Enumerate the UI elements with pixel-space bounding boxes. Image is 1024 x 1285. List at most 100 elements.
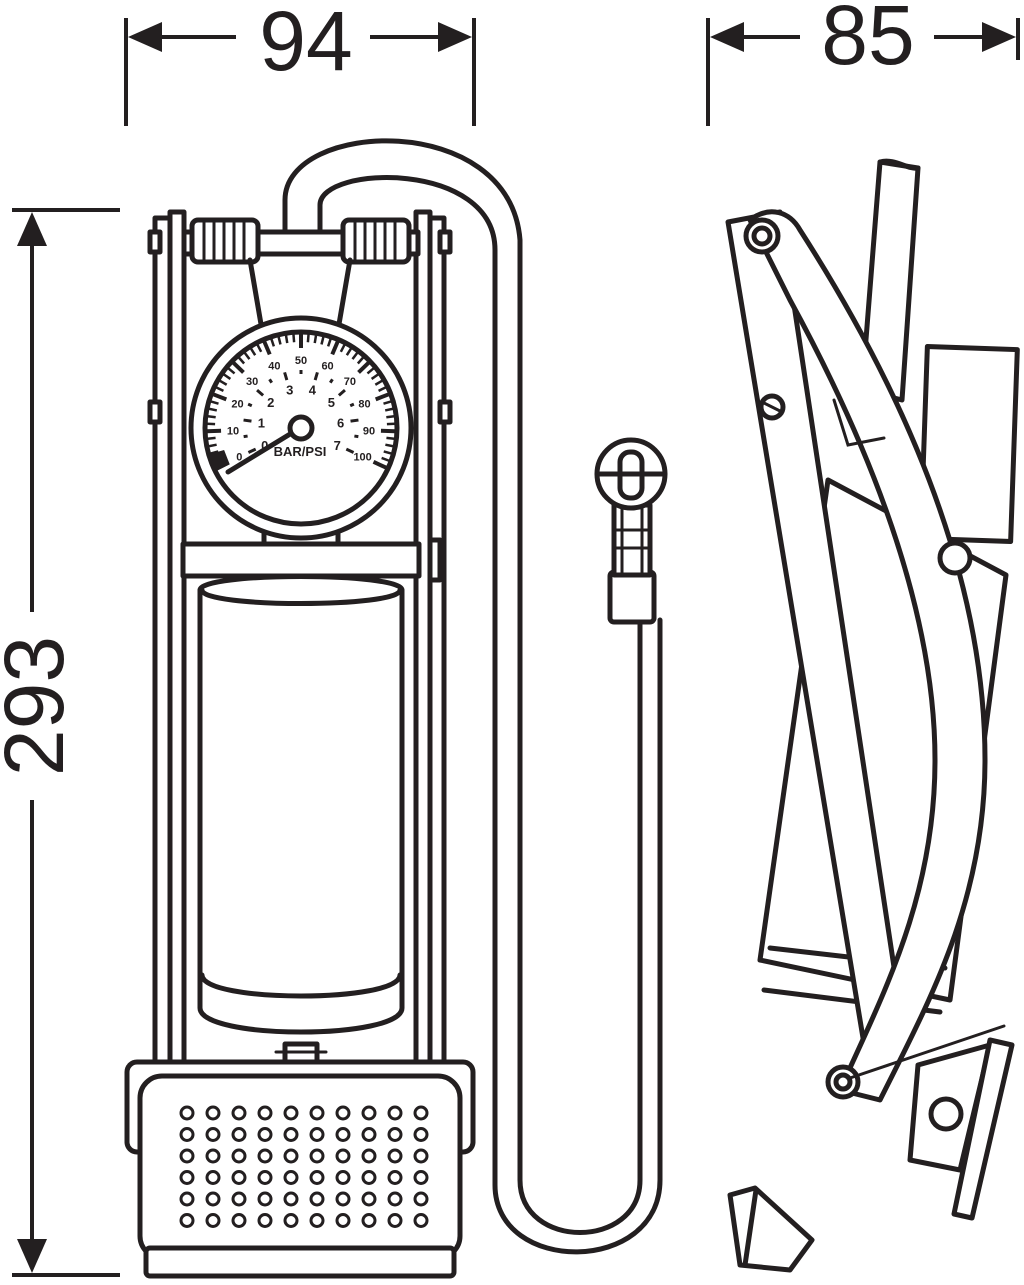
psi-scale-label: 20 [231, 399, 243, 411]
grip-hole [207, 1150, 219, 1162]
bar-scale-label: 5 [328, 395, 335, 410]
psi-tick [209, 445, 217, 447]
psi-tick [208, 438, 216, 439]
arrow-down-icon [17, 1239, 47, 1273]
grip-hole [363, 1215, 375, 1227]
psi-scale-label: 50 [295, 355, 307, 367]
grip-hole [259, 1215, 271, 1227]
psi-scale-label: 60 [321, 360, 333, 372]
arrow-right-icon [982, 22, 1016, 52]
dimension-height: 293 [0, 210, 120, 1275]
grip-hole [389, 1150, 401, 1162]
psi-tick [286, 335, 287, 343]
grip-hole [259, 1107, 271, 1119]
grip-hole [207, 1215, 219, 1227]
grip-hole [233, 1172, 245, 1184]
grip-hole [285, 1129, 297, 1141]
psi-scale-label: 90 [363, 425, 375, 437]
foot-pedal [730, 1188, 812, 1270]
spring-left [192, 220, 258, 262]
grip-hole [389, 1129, 401, 1141]
grip-hole [363, 1172, 375, 1184]
grip-hole [337, 1172, 349, 1184]
dimension-label-width-side: 85 [821, 0, 914, 82]
pivot-mid [940, 543, 970, 573]
grip-hole [311, 1129, 323, 1141]
grip-hole [363, 1150, 375, 1162]
grip-hole [233, 1215, 245, 1227]
chuck-ferrule [610, 572, 654, 622]
dimension-label-height: 293 [0, 636, 81, 776]
psi-tick [385, 409, 393, 411]
grip-hole [259, 1150, 271, 1162]
grip-hole [363, 1193, 375, 1205]
arrow-left-icon [710, 22, 744, 52]
psi-scale-label: 80 [358, 399, 370, 411]
arrow-right-icon [438, 22, 472, 52]
grip-hole [233, 1107, 245, 1119]
grip-hole [337, 1193, 349, 1205]
psi-tick [386, 438, 394, 439]
bar-tick [350, 404, 354, 406]
side-view [728, 161, 1017, 1270]
grip-hole [285, 1215, 297, 1227]
bar-scale-label: 7 [334, 438, 341, 453]
grip-hole [207, 1107, 219, 1119]
dimension-label-width-front: 94 [259, 0, 352, 88]
grip-hole [389, 1107, 401, 1119]
grip-hole [207, 1193, 219, 1205]
bar-tick [248, 404, 252, 406]
bar-tick [354, 436, 358, 437]
frame-rail-right-inner [416, 212, 430, 1072]
psi-scale-label: 70 [344, 376, 356, 388]
grip-hole [285, 1150, 297, 1162]
middle-crossbar [183, 544, 419, 576]
spring-right [343, 220, 409, 262]
grip-hole [181, 1129, 193, 1141]
gauge-needle-hub [290, 417, 312, 439]
grip-hole [181, 1150, 193, 1162]
grip-hole [415, 1215, 427, 1227]
grip-hole [285, 1172, 297, 1184]
grip-hole [337, 1215, 349, 1227]
bar-scale-label: 6 [337, 416, 344, 431]
grip-hole [311, 1172, 323, 1184]
base-foot [146, 1248, 454, 1276]
grip-hole [415, 1193, 427, 1205]
grip-hole [285, 1193, 297, 1205]
grip-hole [337, 1129, 349, 1141]
grip-hole [181, 1107, 193, 1119]
dimension-width-side: 85 [708, 0, 1018, 126]
grip-hole [233, 1129, 245, 1141]
grip-hole [363, 1129, 375, 1141]
psi-scale-label: 100 [353, 452, 371, 464]
valve-chuck [597, 440, 665, 622]
pivot-bottom [931, 1099, 961, 1129]
bar-tick [330, 379, 332, 382]
psi-tick [315, 335, 316, 343]
grip-hole [311, 1150, 323, 1162]
grip-hole [259, 1172, 271, 1184]
bar-scale-label: 1 [258, 416, 265, 431]
frame-stub [150, 402, 160, 422]
frame-stub [440, 402, 450, 422]
frame-stub [150, 232, 160, 252]
cylinder-body [200, 577, 402, 1033]
psi-tick [208, 416, 216, 417]
frame-rail-left-inner [170, 212, 184, 1072]
grip-hole [389, 1215, 401, 1227]
arrow-left-icon [128, 22, 162, 52]
base-body [140, 1076, 460, 1258]
grip-hole [181, 1193, 193, 1205]
psi-scale-label: 10 [227, 425, 239, 437]
grip-hole [415, 1129, 427, 1141]
frame-stub [440, 232, 450, 252]
bar-tick [244, 436, 248, 437]
foot-base [127, 1062, 473, 1276]
bar-scale-label: 4 [309, 383, 317, 398]
psi-tick [385, 445, 393, 447]
grip-hole [337, 1150, 349, 1162]
